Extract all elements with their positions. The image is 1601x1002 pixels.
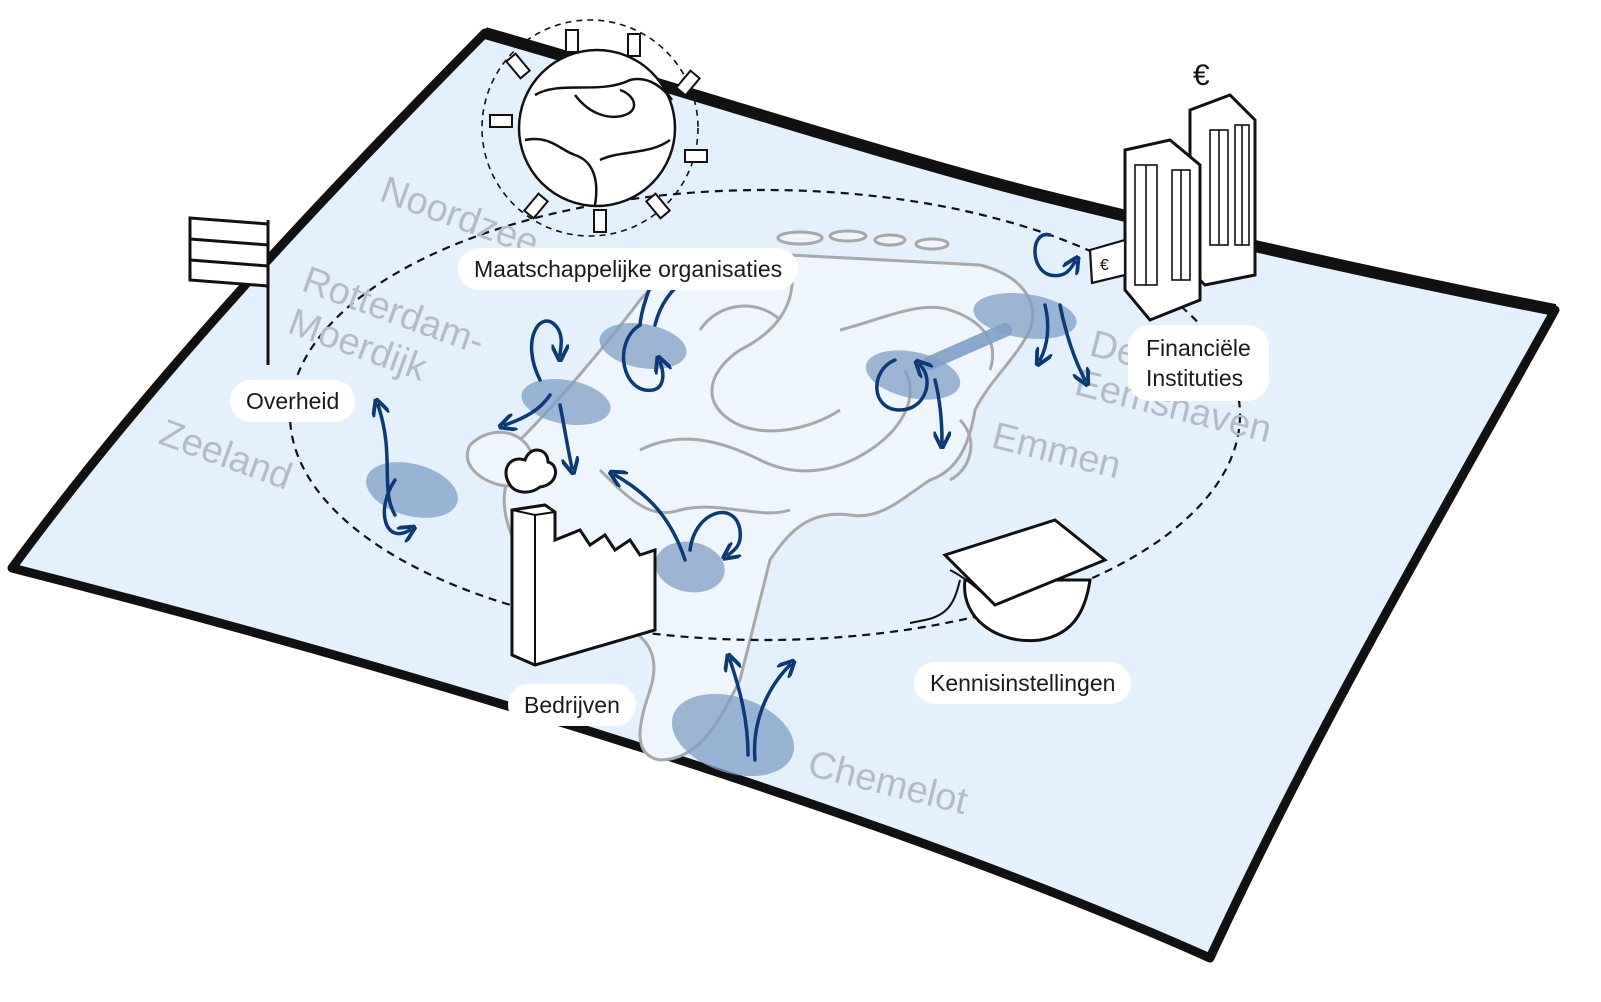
label-financiele-line1: Financiële [1146,335,1251,361]
arrow-bank-down1 [1040,303,1048,360]
arrow-rotterdam-left [505,393,552,425]
label-overheid: Overheid [230,380,356,422]
cluster-chemelot [671,693,795,777]
svg-text:€: € [1193,59,1210,92]
arrow-amsterdam-loop [622,323,663,392]
globe-with-people-icon [481,19,708,237]
arrow-chemelot-1 [730,660,750,757]
graduation-cap-icon [909,518,1108,643]
cluster-brabant [655,541,725,593]
arrow-chemelot-2 [752,665,790,762]
label-financiele-line2: Instituties [1146,365,1244,391]
arrow-rotterdam-down [558,403,572,468]
arrow-bank-down2 [1058,303,1085,380]
cluster-rotterdam [521,378,611,426]
arrow-north-loop [875,360,927,412]
bank-buildings-icon: € € [1088,59,1257,322]
arrow-bank-loop [1033,233,1075,278]
label-bedrijven: Bedrijven [508,684,636,726]
arrow-north-down [935,378,942,442]
arrow-zeeland-up [378,405,397,517]
arrow-brabant-loop [688,510,743,555]
arrow-brabant-left [615,475,687,562]
factory-icon [504,448,657,667]
arrow-rotterdam-loop [529,319,562,382]
label-kennisinstellingen: Kennisinstellingen [914,662,1132,704]
label-financiele-instituties: Financiële Instituties [1128,325,1269,401]
flag-icon [188,216,270,365]
label-maatschappelijke-organisaties: Maatschappelijke organisaties [458,248,799,290]
pipeline [923,323,1012,370]
svg-text:€: € [1100,257,1109,274]
flow-arrows [378,233,1085,762]
arrow-zeeland-loop [382,478,410,534]
